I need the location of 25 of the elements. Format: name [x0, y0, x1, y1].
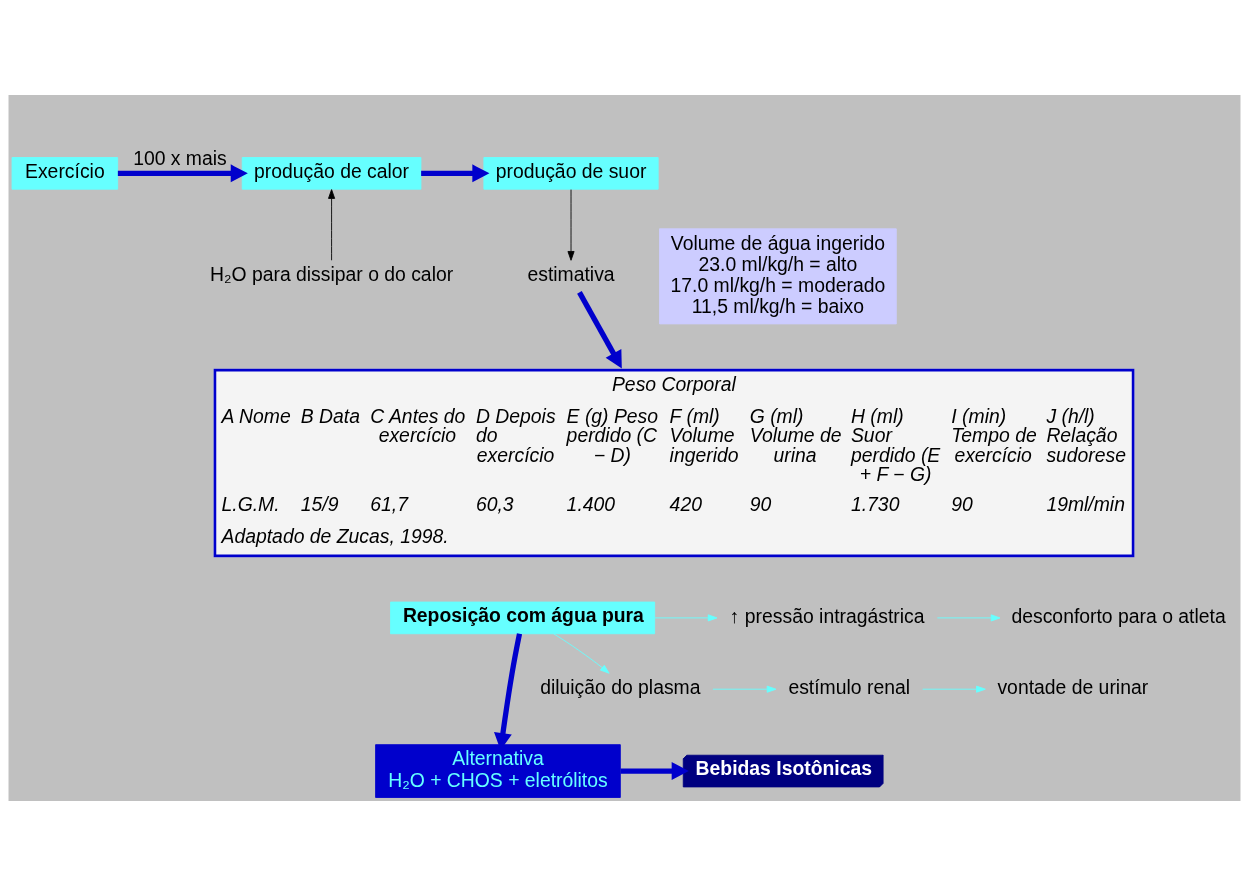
- node-box: Alternativa H₂O + CHOS + eletrólitos: [375, 744, 621, 798]
- node-box: Volume de água ingerido 23.0 ml/kg/h = alto 17.0 ml/kg/h = moderado 11,5 ml/kg/h = baixo: [659, 228, 897, 325]
- node-text: ↑ pressão intragástrica: [729, 604, 925, 627]
- edge-label: 100 x mais: [133, 147, 227, 170]
- node-text: vontade de urinar: [997, 676, 1149, 699]
- arrow: [936, 614, 1001, 622]
- arrow: [328, 189, 336, 261]
- node-text: estimativa: [527, 263, 615, 286]
- arrow: [922, 685, 986, 693]
- node-box: Exercício: [11, 157, 119, 190]
- node-box: produção de calor: [241, 157, 422, 190]
- node-box: Reposição com água pura: [390, 601, 656, 635]
- arrow: [567, 189, 575, 261]
- node-box: produção de suor: [483, 157, 659, 190]
- arrow: [421, 164, 490, 183]
- node-text: H₂O para dissipar o do calor: [209, 263, 454, 286]
- arrow: [712, 685, 777, 693]
- arrow: [620, 762, 689, 781]
- node-text: desconforto para o atleta: [1011, 604, 1226, 627]
- arrow: [577, 291, 622, 369]
- arrow: [553, 633, 610, 674]
- arrow: [654, 614, 718, 622]
- node-text: diluição do plasma: [540, 676, 701, 699]
- arrow: [117, 164, 248, 183]
- node-text: estímulo renal: [788, 676, 910, 699]
